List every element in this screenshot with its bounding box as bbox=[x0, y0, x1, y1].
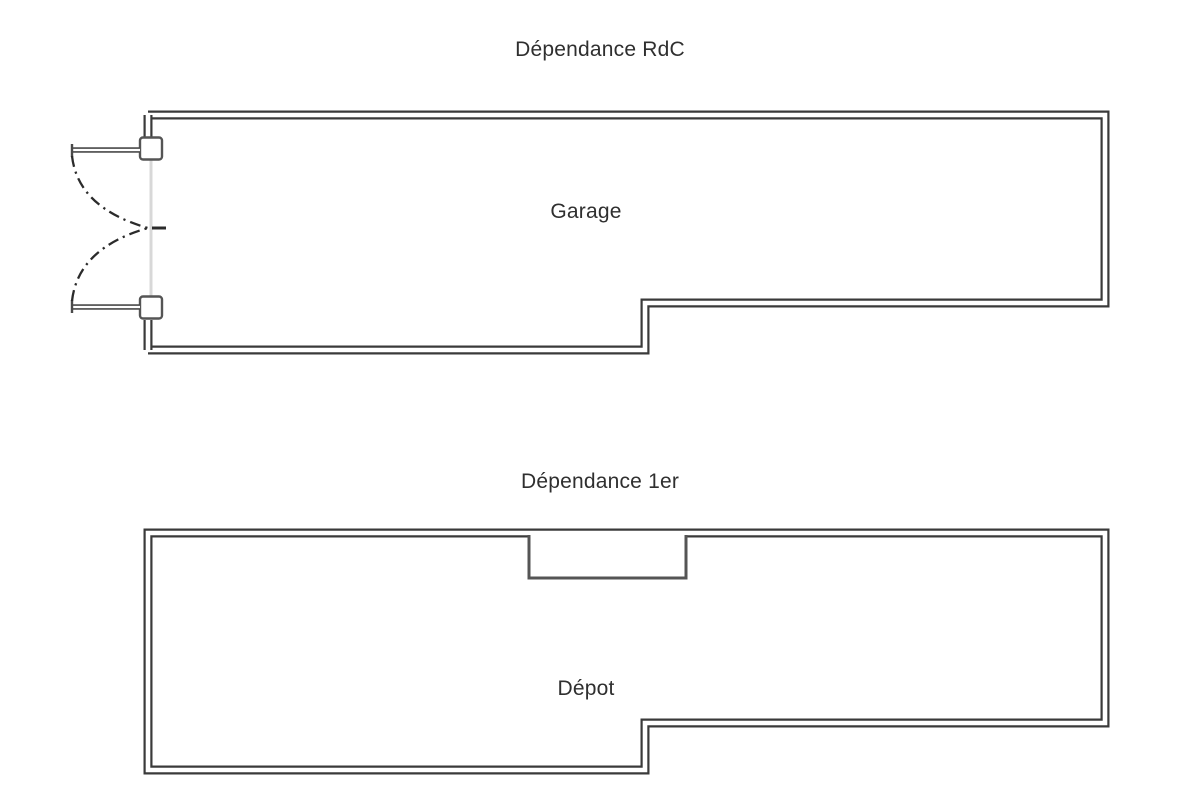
room-label-depot: Dépot bbox=[557, 677, 614, 700]
door-jamb-bottom-rdc bbox=[138, 295, 164, 320]
door-leaf-bottom-rdc bbox=[70, 300, 140, 313]
plan-block-rdc: Dépendance RdC bbox=[70, 38, 1110, 355]
wall-outline-1er bbox=[143, 528, 1110, 775]
door-jamb-top-rdc bbox=[138, 136, 164, 161]
door-swing-arcs-rdc bbox=[70, 155, 149, 302]
plan-drawing-rdc: Garage bbox=[70, 110, 1110, 355]
door-leaf-top-rdc bbox=[70, 144, 140, 157]
plan-block-1er: Dépendance 1er Dépot bbox=[0, 430, 1200, 803]
plan-title-rdc: Dépendance RdC bbox=[515, 38, 685, 61]
wall-outline-rdc bbox=[148, 110, 1110, 355]
alcove-top-center-1er bbox=[527, 535, 688, 580]
plan-drawing-1er: Dépot bbox=[143, 528, 1110, 775]
room-label-garage: Garage bbox=[550, 200, 621, 223]
plan-title-1er: Dépendance 1er bbox=[520, 470, 680, 493]
